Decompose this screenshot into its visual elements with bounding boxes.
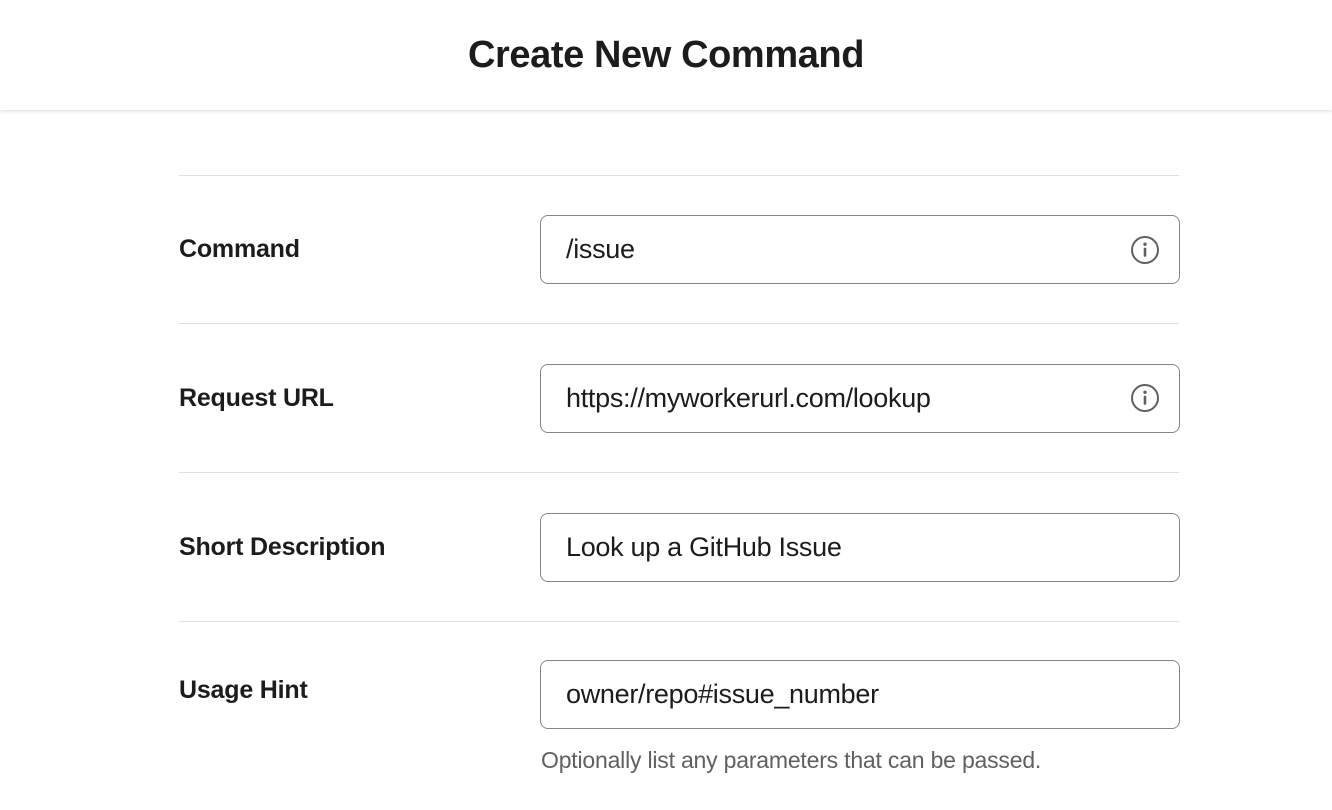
field-area-usage-hint: Optionally list any parameters that can … (540, 660, 1180, 774)
usage-hint-helper-text: Optionally list any parameters that can … (541, 747, 1042, 773)
usage-hint-input-wrapper[interactable] (540, 660, 1180, 729)
command-input[interactable] (541, 216, 1179, 283)
info-circle-icon[interactable] (1130, 235, 1160, 265)
short-description-input[interactable] (541, 513, 1179, 581)
info-circle-icon[interactable] (1130, 383, 1160, 413)
field-area-command (540, 215, 1180, 284)
label-command: Command (179, 235, 300, 263)
request-url-input[interactable] (541, 364, 1179, 432)
label-request-url: Request URL (179, 383, 334, 412)
label-usage-hint: Usage Hint (179, 676, 308, 704)
divider-after-request-url (179, 472, 1179, 473)
form-row-request-url: Request URL (179, 324, 1180, 472)
form-body: Command (0, 110, 1332, 810)
request-url-input-wrapper[interactable] (540, 363, 1180, 433)
page-header: Create New Command (0, 0, 1332, 110)
divider-after-command (179, 323, 1179, 324)
divider-after-short-description (179, 621, 1179, 622)
form-row-command: Command (179, 176, 1180, 323)
usage-hint-input[interactable] (541, 661, 1179, 728)
command-form: Command (179, 175, 1180, 774)
divider-top (179, 175, 1179, 176)
form-row-short-description: Short Description (179, 473, 1180, 621)
page-title: Create New Command (467, 34, 865, 76)
form-row-usage-hint: Usage Hint Optionally list any parameter… (179, 622, 1180, 774)
field-area-short-description (540, 512, 1180, 582)
command-input-wrapper[interactable] (540, 215, 1180, 284)
field-area-request-url (540, 363, 1180, 433)
label-short-description: Short Description (179, 532, 386, 561)
short-description-input-wrapper[interactable] (540, 512, 1180, 582)
